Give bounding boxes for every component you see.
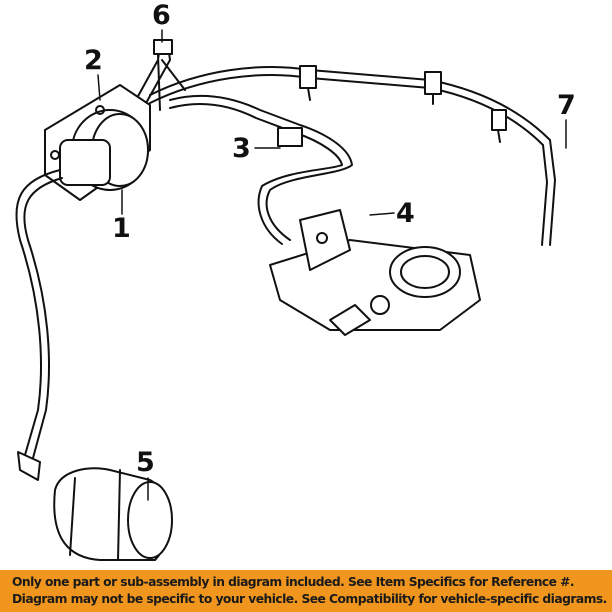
hose-3	[169, 94, 353, 245]
callout-6: 6	[152, 0, 171, 31]
callout-7: 7	[557, 90, 576, 121]
callout-5: 5	[136, 447, 155, 478]
callout-4: 4	[396, 198, 415, 229]
parts-diagram	[15, 29, 567, 561]
callout-1: 1	[112, 213, 131, 244]
canister-5	[53, 467, 173, 561]
leader-lines	[97, 29, 567, 501]
disclaimer-line-1: Only one part or sub-assembly in diagram…	[12, 575, 575, 589]
throttle-body-4	[269, 209, 481, 336]
hose-6	[99, 39, 186, 169]
hose-7	[149, 65, 556, 246]
disclaimer-line-2: Diagram may not be specific to your vehi…	[12, 592, 607, 606]
callout-2: 2	[84, 45, 103, 76]
canister-1	[44, 84, 151, 201]
disclaimer-banner: Only one part or sub-assembly in diagram…	[0, 570, 612, 612]
hose-5	[15, 169, 63, 481]
callout-3: 3	[232, 133, 251, 164]
